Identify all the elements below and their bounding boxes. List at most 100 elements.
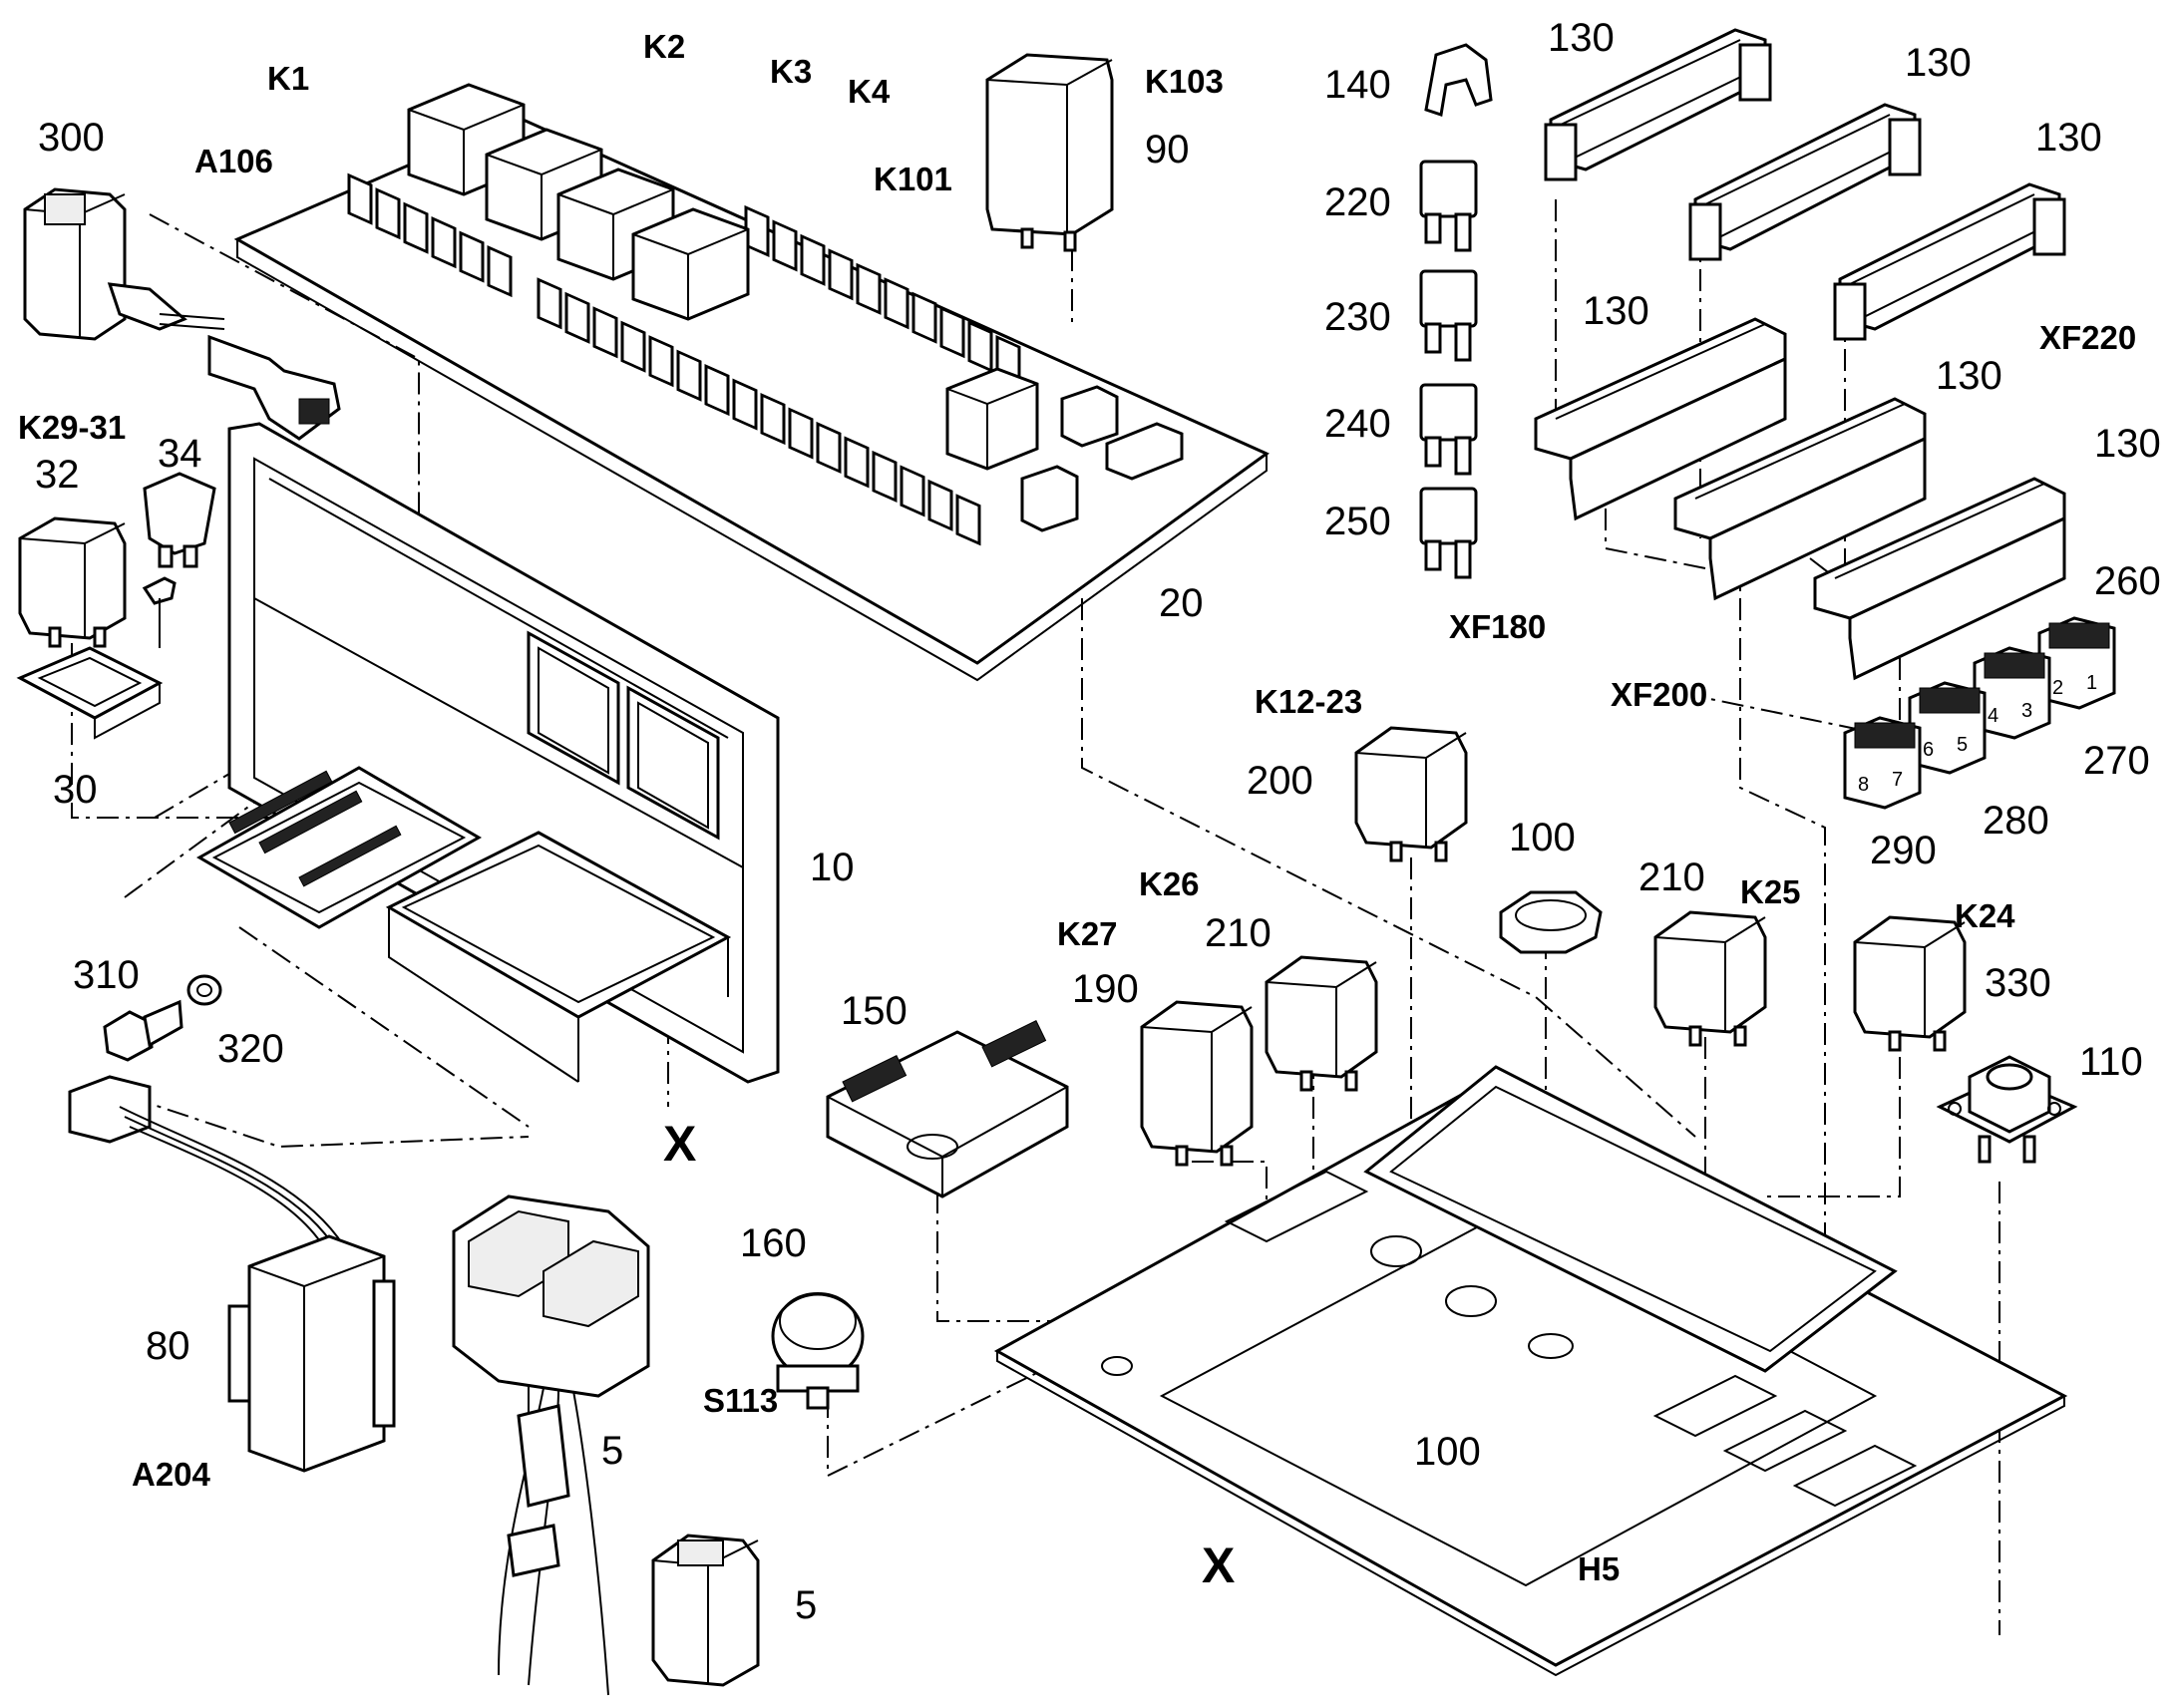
board-fuse-row-upper: [347, 172, 1021, 388]
label-190: 190: [1072, 967, 1139, 1011]
label-210-b: 210: [1205, 911, 1272, 955]
board-relay-k4: [631, 207, 750, 321]
relay-210-k25: [1653, 910, 1767, 1047]
label-210-a: 210: [1638, 855, 1705, 899]
label-130-c: 130: [2035, 116, 2102, 160]
label-220: 220: [1324, 180, 1391, 224]
label-20: 20: [1159, 581, 1204, 625]
relay-200-k12-23: [1354, 726, 1468, 862]
button-s113: [771, 1292, 865, 1410]
label-a204: A204: [132, 1456, 210, 1493]
board-fuse-row-lower: [537, 277, 981, 546]
switch-110: [1936, 1055, 2078, 1164]
label-k3: K3: [770, 53, 813, 90]
terminal-number-1: 1: [2086, 672, 2098, 694]
cover-130-a: [1544, 28, 1772, 181]
connector-300: [23, 187, 341, 441]
fuse-holder-xf180: [1534, 317, 1787, 521]
label-280: 280: [1983, 799, 2049, 843]
fuse-250: [1419, 487, 1478, 579]
board-relay-k101: [945, 367, 1039, 471]
label-240: 240: [1324, 402, 1391, 446]
cover-130-b: [1688, 103, 1922, 261]
label-130-a: 130: [1548, 16, 1615, 60]
relay-32: [18, 516, 127, 648]
label-90: 90: [1145, 128, 1190, 171]
relay-190: [1140, 1000, 1254, 1167]
label-130-f: 130: [2094, 422, 2161, 466]
relay-k103: [985, 53, 1114, 252]
bolt-310: [103, 999, 183, 1062]
terminal-number-2: 2: [2052, 677, 2064, 699]
clip-140: [1424, 43, 1493, 117]
relay-210-k26: [1265, 955, 1378, 1092]
label-h5: H5: [1578, 1550, 1621, 1587]
label-80: 80: [146, 1324, 190, 1368]
relay-330-k24: [1853, 915, 1967, 1052]
terminal-block-260: [2037, 616, 2116, 710]
fuse-240: [1419, 383, 1478, 476]
label-xf180: XF180: [1449, 608, 1547, 645]
label-260: 260: [2094, 559, 2161, 603]
washer-320: [186, 974, 222, 1006]
terminal-block-270: [1973, 646, 2051, 740]
label-xf200: XF200: [1611, 676, 1708, 713]
terminal-number-3: 3: [2021, 700, 2033, 722]
terminal-block-280: [1908, 681, 1987, 775]
label-5-harness: 5: [601, 1429, 624, 1473]
label-130-b: 130: [1905, 41, 1972, 85]
frame-10: [195, 422, 780, 1084]
label-k101: K101: [874, 161, 952, 197]
fuse-220: [1419, 160, 1478, 252]
label-320: 320: [217, 1027, 284, 1071]
label-160: 160: [740, 1221, 807, 1265]
terminal-number-8: 8: [1858, 774, 1870, 796]
label-100-a: 100: [1509, 816, 1576, 859]
label-x-frame: X: [663, 1116, 697, 1172]
bracket-30: [16, 646, 164, 740]
label-310: 310: [73, 953, 140, 997]
label-150: 150: [841, 989, 908, 1033]
label-32: 32: [35, 453, 80, 497]
label-s113: S113: [703, 1382, 779, 1419]
label-k4: K4: [848, 73, 891, 110]
label-k2: K2: [643, 28, 686, 65]
terminal-number-7: 7: [1892, 769, 1904, 791]
terminal-block-290: [1843, 716, 1922, 810]
label-330: 330: [1985, 961, 2051, 1005]
terminal-number-4: 4: [1988, 705, 1999, 727]
terminal-number-5: 5: [1957, 734, 1969, 756]
fuse-holder-xf200: [1673, 397, 1927, 601]
label-k27: K27: [1057, 915, 1118, 952]
label-300: 300: [38, 116, 105, 160]
label-100-b: 100: [1414, 1430, 1481, 1474]
label-200: 200: [1247, 759, 1313, 803]
fuse-230: [1419, 269, 1478, 362]
label-230: 230: [1324, 295, 1391, 339]
label-30: 30: [53, 768, 98, 812]
label-130-e: 130: [1936, 354, 2002, 398]
nut-100: [1499, 890, 1603, 954]
label-k29-31: K29-31: [18, 409, 127, 446]
a106-relay-board: [233, 83, 1270, 682]
label-k24: K24: [1955, 897, 2015, 934]
fuse-34: [142, 472, 216, 648]
label-k26: K26: [1139, 865, 1200, 902]
label-a106: A106: [194, 143, 273, 179]
base-plate: [993, 1065, 2068, 1677]
label-34: 34: [158, 432, 202, 476]
label-290: 290: [1870, 829, 1937, 872]
terminal-block-150: [826, 1020, 1069, 1198]
label-140: 140: [1324, 63, 1391, 107]
label-k25: K25: [1740, 873, 1801, 910]
label-x-plate: X: [1202, 1537, 1236, 1593]
fuse-holder-xf220: [1813, 477, 2066, 681]
label-k1: K1: [267, 60, 310, 97]
label-10: 10: [810, 846, 855, 889]
label-5-connector: 5: [795, 1583, 818, 1627]
label-xf220: XF220: [2039, 319, 2137, 356]
terminal-number-6: 6: [1923, 739, 1935, 761]
board-connector-dsub: [1020, 385, 1184, 532]
